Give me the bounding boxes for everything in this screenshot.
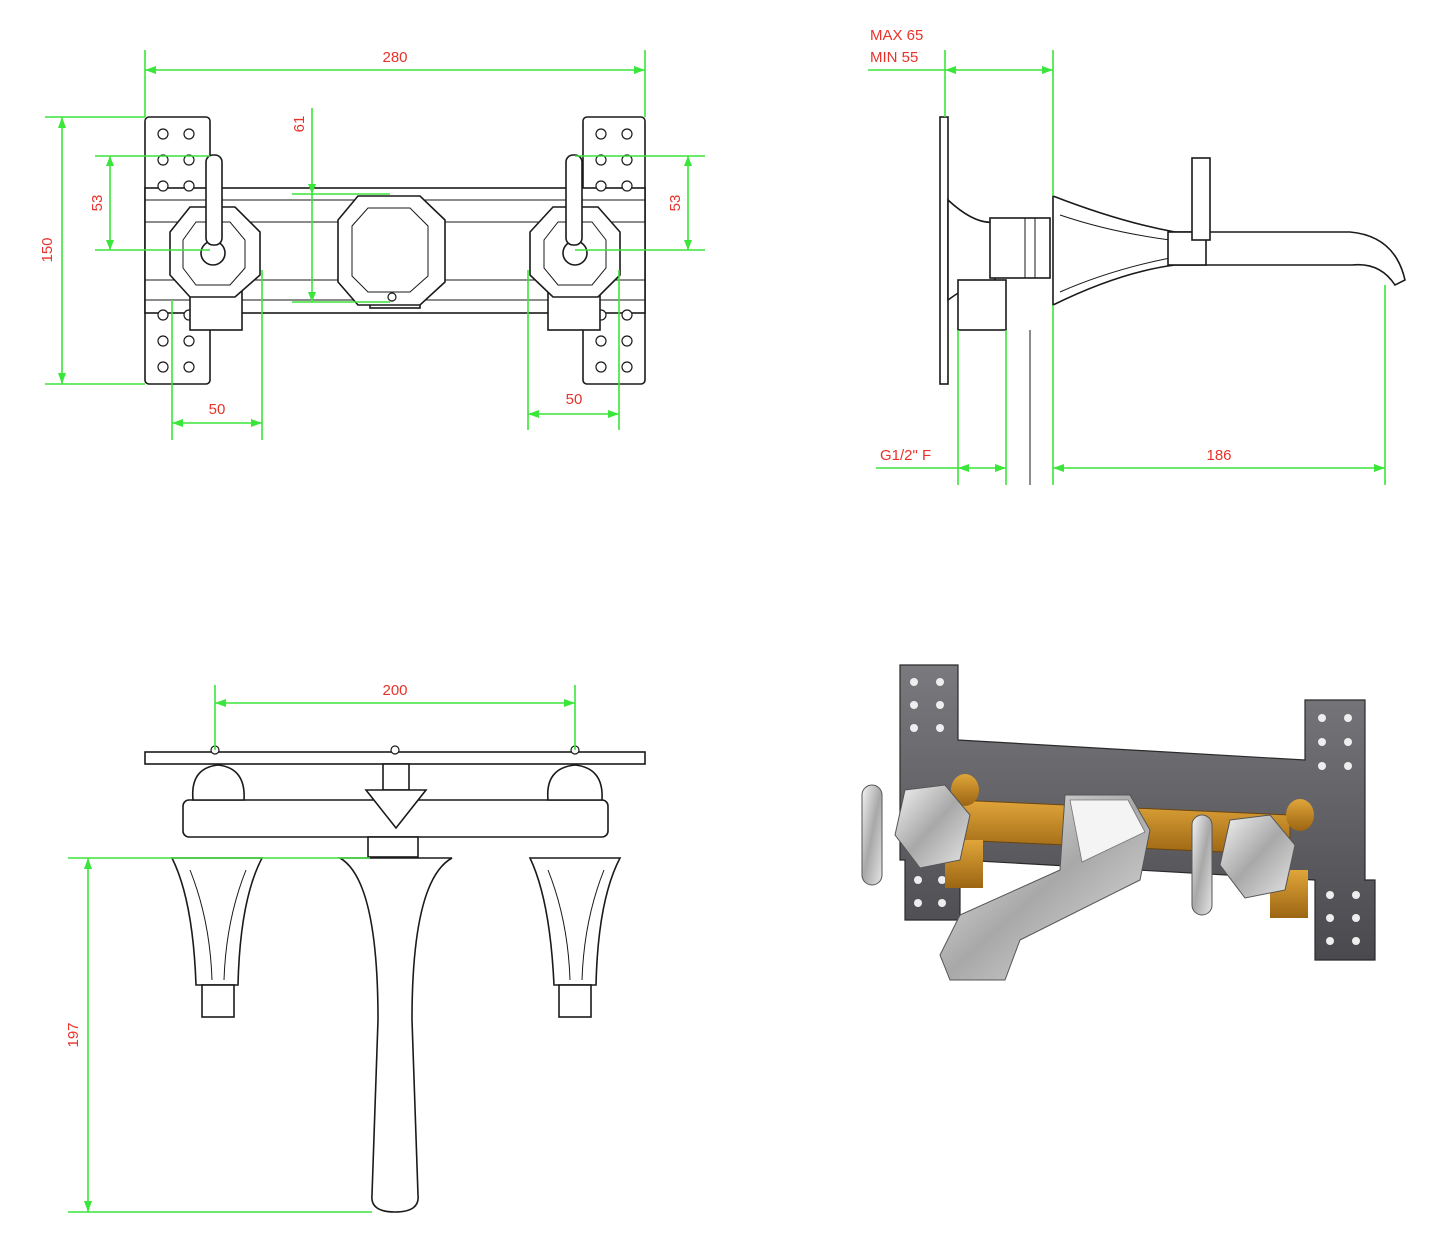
dim-text-150: 150 <box>39 237 56 262</box>
front-view: 280 150 53 53 <box>39 49 705 440</box>
dimension-53-right: 53 <box>575 155 705 251</box>
dimension-186: 186 <box>1052 285 1386 485</box>
valve-body-side <box>957 217 1051 331</box>
spout-side <box>1052 157 1406 307</box>
dim-text-186: 186 <box>1206 447 1231 464</box>
top-right-handle <box>528 857 622 1018</box>
center-spout <box>337 195 446 309</box>
top-body <box>182 763 609 838</box>
dimension-200: 200 <box>214 682 576 750</box>
top-view: 200 197 <box>65 682 646 1213</box>
dimension-50-left: 50 <box>171 270 263 440</box>
plate-holes <box>157 128 633 373</box>
dim-text-50-left: 50 <box>209 401 226 418</box>
dim-text-thread: G1/2" F <box>880 447 931 464</box>
dimension-thread: G1/2" F <box>876 330 1007 485</box>
dimension-197: 197 <box>65 857 372 1213</box>
render-right-valve <box>1191 814 1296 916</box>
render-view <box>861 664 1376 981</box>
dim-text-min: MIN 55 <box>870 49 918 66</box>
dim-text-197: 197 <box>65 1022 82 1047</box>
dim-text-280: 280 <box>382 49 407 66</box>
dimension-50-right: 50 <box>527 270 620 430</box>
dim-text-50-right: 50 <box>566 391 583 408</box>
render-left-valve <box>861 784 971 886</box>
dim-text-200: 200 <box>382 682 407 699</box>
dim-text-max: MAX 65 <box>870 27 923 44</box>
dimension-280: 280 <box>144 49 646 117</box>
dim-text-61: 61 <box>291 116 308 133</box>
dimension-150: 150 <box>39 116 145 385</box>
render-spout <box>939 794 1151 981</box>
dimension-61: 61 <box>291 108 390 303</box>
right-valve <box>529 154 621 331</box>
wall-plate-side <box>939 116 996 385</box>
dim-text-53-right: 53 <box>667 195 684 212</box>
top-left-handle <box>170 857 264 1018</box>
dimension-53-left: 53 <box>89 155 210 251</box>
top-spout <box>337 836 453 1213</box>
left-valve <box>169 154 261 331</box>
dimension-max-min: MAX 65 MIN 55 <box>868 27 1054 196</box>
dim-text-53-left: 53 <box>89 195 106 212</box>
side-view: MAX 65 MIN 55 G1/2" F 186 <box>868 27 1406 485</box>
